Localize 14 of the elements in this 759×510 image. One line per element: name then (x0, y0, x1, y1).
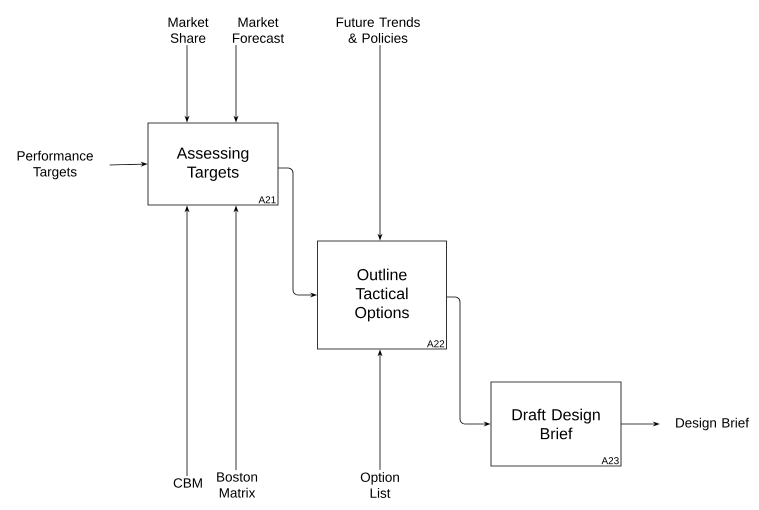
node-number: A21 (258, 196, 276, 204)
input-label: Boston Matrix (217, 472, 258, 498)
input-label: Option List (360, 472, 399, 498)
node-number: A23 (602, 457, 619, 464)
box-title: Draft Design Brief (512, 408, 600, 440)
box-title: Assessing Targets (176, 147, 248, 181)
input-label: Future Trends & Policies (336, 17, 420, 43)
input-label: Design Brief (676, 418, 749, 430)
input-label: Market Forecast (232, 17, 284, 43)
input-label: CBM (174, 478, 202, 488)
box-title: Outline Tactical Options (355, 268, 409, 322)
node-number: A22 (427, 340, 444, 348)
input-label: Performance Targets (18, 150, 93, 180)
input-label: Market Share (168, 17, 208, 43)
